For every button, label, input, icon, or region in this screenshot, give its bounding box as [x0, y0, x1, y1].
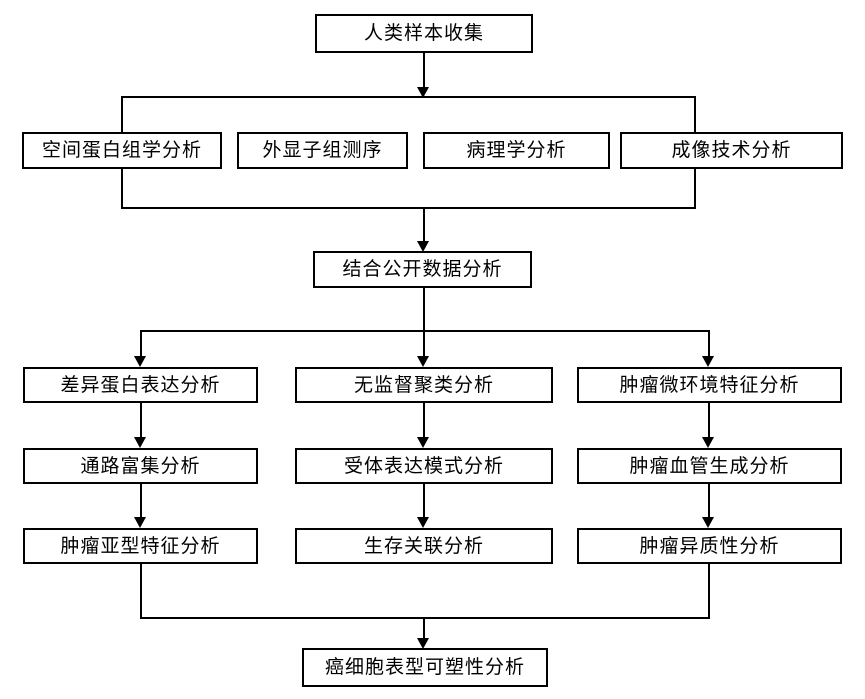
arrow-down-icon	[417, 87, 429, 98]
node-pathology-analysis: 病理学分析	[423, 132, 610, 169]
connector-line	[694, 169, 696, 209]
node-tumor-heterogeneity: 肿瘤异质性分析	[577, 528, 842, 564]
arrow-down-icon	[417, 241, 429, 252]
connector-line	[140, 564, 142, 619]
arrow-down-icon	[134, 517, 146, 528]
connector-line	[140, 330, 142, 357]
connector-line	[708, 403, 710, 438]
node-cancer-cell-phenotype-plasticity: 癌细胞表型可塑性分析	[302, 648, 548, 687]
node-differential-protein-expression: 差异蛋白表达分析	[23, 367, 258, 403]
arrow-down-icon	[134, 437, 146, 448]
connector-line	[708, 330, 710, 357]
node-pathway-enrichment: 通路富集分析	[23, 448, 258, 484]
arrow-down-icon	[702, 437, 714, 448]
node-tumor-microenvironment-features: 肿瘤微环境特征分析	[577, 367, 842, 403]
connector-line	[140, 617, 710, 619]
connector-line	[423, 484, 425, 518]
node-public-data-integration: 结合公开数据分析	[313, 251, 532, 288]
connector-line	[140, 330, 710, 332]
connector-line	[140, 403, 142, 438]
connector-line	[140, 484, 142, 518]
node-tumor-subtype-features: 肿瘤亚型特征分析	[23, 528, 258, 564]
arrow-down-icon	[134, 356, 146, 367]
arrow-down-icon	[417, 517, 429, 528]
connector-line	[423, 617, 425, 638]
node-receptor-expression-pattern: 受体表达模式分析	[295, 448, 553, 484]
connector-line	[423, 403, 425, 438]
node-exome-sequencing: 外显子组测序	[237, 132, 408, 169]
connector-line	[423, 53, 425, 87]
node-tumor-angiogenesis: 肿瘤血管生成分析	[577, 448, 842, 484]
node-unsupervised-clustering: 无监督聚类分析	[295, 367, 553, 403]
node-spatial-proteomics-analysis: 空间蛋白组学分析	[22, 132, 222, 169]
arrow-down-icon	[417, 638, 429, 649]
node-survival-association: 生存关联分析	[295, 528, 553, 564]
arrow-down-icon	[417, 356, 429, 367]
node-imaging-technology-analysis: 成像技术分析	[620, 132, 843, 169]
node-human-sample-collection: 人类样本收集	[315, 14, 533, 53]
connector-line	[121, 96, 696, 98]
connector-line	[694, 96, 696, 132]
connector-line	[423, 288, 425, 357]
connector-line	[121, 207, 696, 209]
arrow-down-icon	[702, 517, 714, 528]
arrow-down-icon	[417, 437, 429, 448]
connector-line	[423, 207, 425, 241]
connector-line	[121, 96, 123, 132]
arrow-down-icon	[702, 356, 714, 367]
connector-line	[708, 484, 710, 518]
connector-line	[708, 564, 710, 619]
connector-line	[121, 169, 123, 209]
